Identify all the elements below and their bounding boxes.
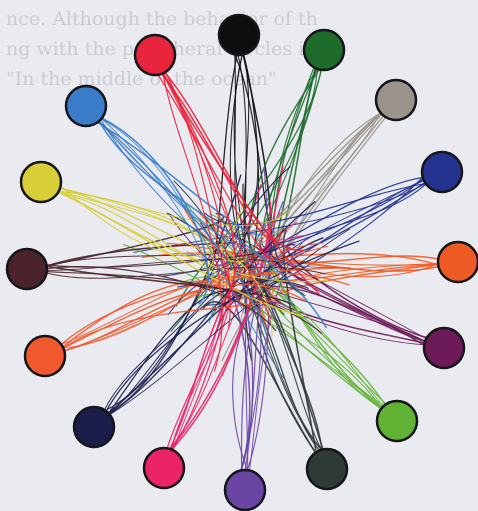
thread-dark-teal (229, 290, 322, 451)
dark-teal-circle (307, 449, 347, 489)
purple-circle (424, 328, 464, 368)
navy-blue-circle (422, 152, 462, 192)
thread-bundle (47, 55, 438, 470)
light-blue-circle (66, 86, 106, 126)
red-circle (135, 35, 175, 75)
black-circle (219, 15, 259, 55)
gray-circle (376, 80, 416, 120)
maroon-circle (7, 249, 47, 289)
yellow-circle (21, 162, 61, 202)
thread-dark-navy (108, 291, 258, 415)
pink-circle (144, 448, 184, 488)
green-circle (377, 401, 417, 441)
orange-circle (438, 242, 478, 282)
violet-circle (225, 470, 265, 510)
orange-red-circle (25, 336, 65, 376)
dark-navy-circle (74, 407, 114, 447)
dark-green-circle (304, 30, 344, 70)
